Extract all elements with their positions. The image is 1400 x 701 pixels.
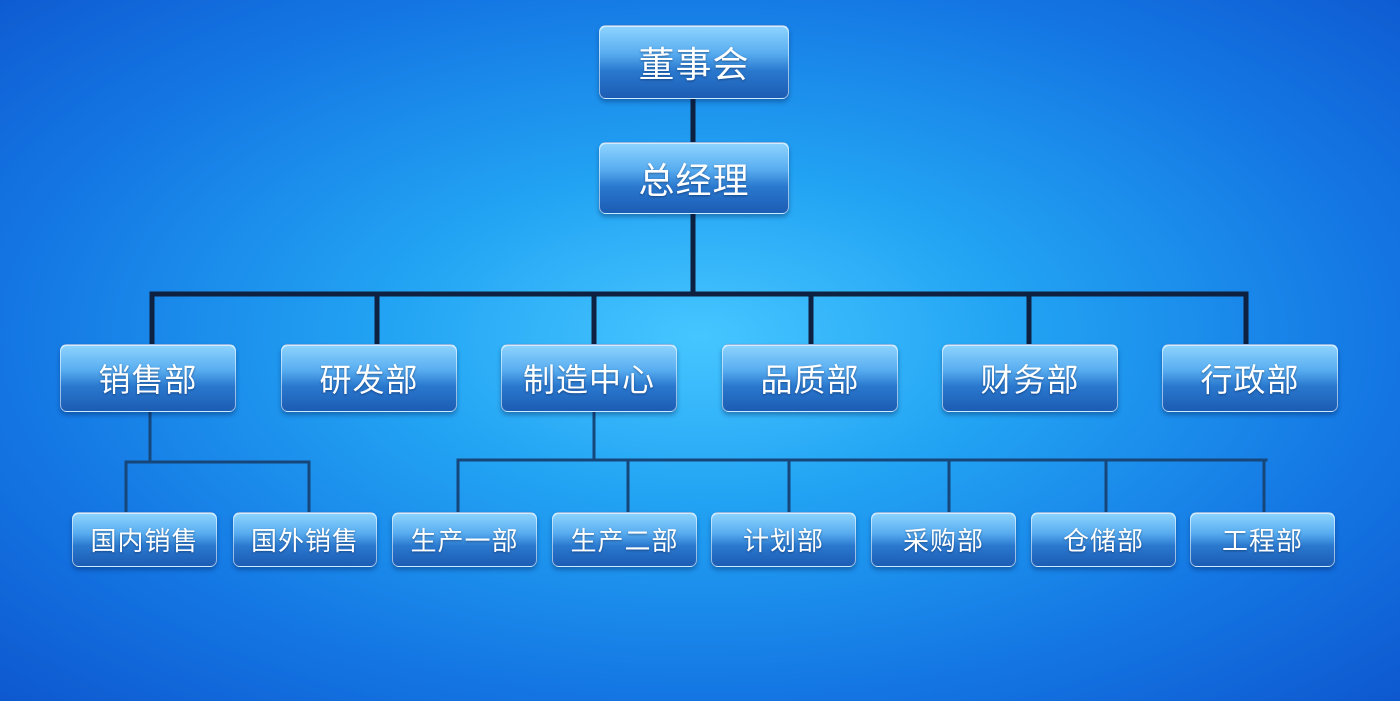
- node-board: 董事会: [599, 25, 789, 99]
- node-production-2: 生产二部: [552, 512, 697, 567]
- node-rd-dept: 研发部: [281, 344, 457, 412]
- node-purchasing-dept: 采购部: [871, 512, 1016, 567]
- node-domestic-sales: 国内销售: [72, 512, 217, 567]
- node-production-1: 生产一部: [392, 512, 537, 567]
- node-finance-dept: 财务部: [942, 344, 1118, 412]
- node-overseas-sales: 国外销售: [233, 512, 377, 567]
- node-planning-dept: 计划部: [711, 512, 856, 567]
- node-general-manager: 总经理: [599, 142, 789, 214]
- node-warehouse-dept: 仓储部: [1031, 512, 1176, 567]
- node-sales-dept: 销售部: [60, 344, 236, 412]
- node-engineering-dept: 工程部: [1190, 512, 1335, 567]
- node-quality-dept: 品质部: [722, 344, 898, 412]
- node-manufacturing-center: 制造中心: [501, 344, 677, 412]
- node-admin-dept: 行政部: [1162, 344, 1338, 412]
